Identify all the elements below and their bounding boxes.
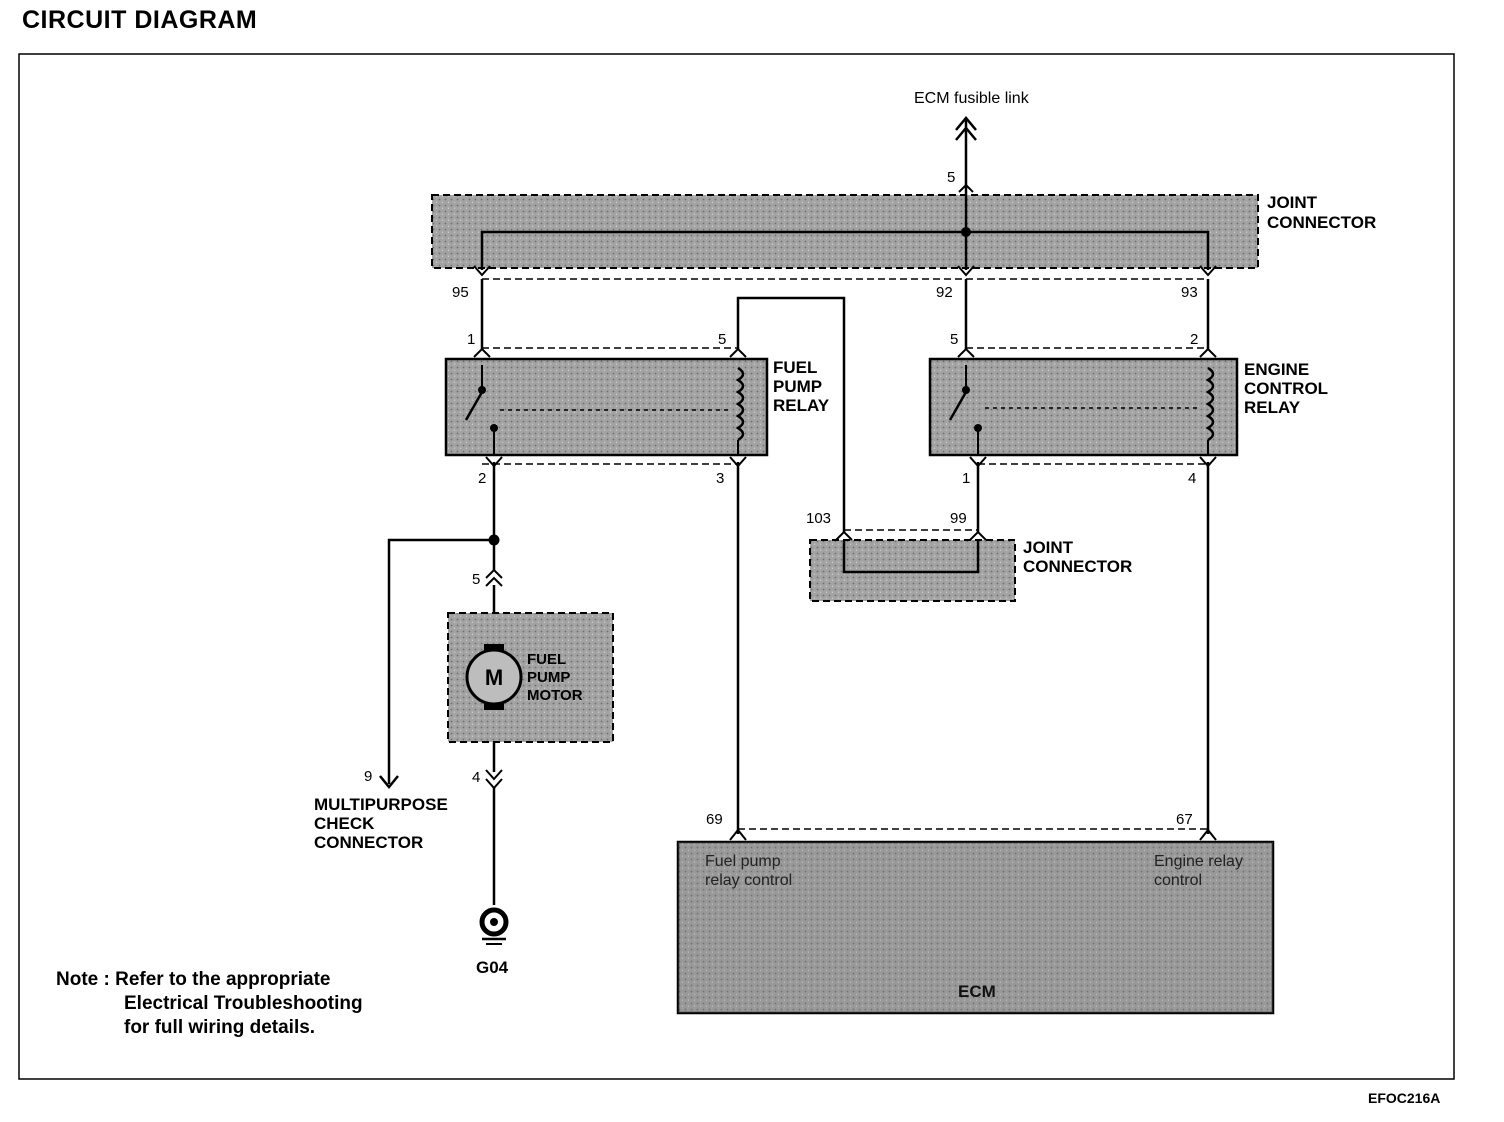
mcc-label-3: CONNECTOR	[314, 833, 423, 852]
joint-connector-top-label-1: JOINT	[1267, 193, 1318, 212]
note-line-2: Electrical Troubleshooting	[124, 993, 363, 1014]
motor-label-2: PUMP	[527, 669, 570, 686]
diagram-frame	[18, 53, 1455, 1080]
ground-label: G04	[476, 958, 509, 977]
ecr-label-3: RELAY	[1244, 398, 1301, 417]
fpr-pin-2: 2	[478, 470, 486, 487]
ecm-pin-69: 69	[706, 811, 723, 828]
joint-top-pin-95: 95	[452, 284, 469, 301]
fpr-label-2: PUMP	[773, 377, 822, 396]
fuel-pump-motor: 5 M FUEL PUMP MOTOR 4	[447, 568, 614, 790]
ecr-pin-5: 5	[950, 331, 958, 348]
joint-mid-label-2: CONNECTOR	[1023, 557, 1132, 576]
joint-top-pin-92: 92	[936, 284, 953, 301]
fpr-pin-1: 1	[467, 331, 475, 348]
multipurpose-check-connector: 9 MULTIPURPOSE CHECK CONNECTOR	[314, 768, 448, 852]
fpr-label-3: RELAY	[773, 396, 830, 415]
splice-dot	[488, 534, 500, 546]
joint-connector-top-label-2: CONNECTOR	[1267, 213, 1376, 232]
ecm-engine-relay-line1: Engine relay	[1154, 853, 1243, 870]
ecm-pin-67: 67	[1176, 811, 1193, 828]
motor-symbol-letter: M	[485, 665, 503, 690]
figure-code: EFOC216A	[1368, 1090, 1441, 1106]
ecr-pin-4: 4	[1188, 470, 1196, 487]
ecr-pin-2: 2	[1190, 331, 1198, 348]
ecm: 69 67 Fuel pump relay control Engine rel…	[676, 811, 1275, 1015]
joint-mid-pin-99: 99	[950, 510, 967, 527]
fpr-label-1: FUEL	[773, 358, 817, 377]
joint-top-pin-93: 93	[1181, 284, 1198, 301]
ecm-fuel-pump-line1: Fuel pump	[705, 853, 781, 870]
motor-pin-bottom: 4	[472, 769, 480, 786]
motor-symbol-icon	[465, 648, 523, 706]
note-line-1: Note : Refer to the appropriate	[56, 969, 331, 990]
mcc-label-2: CHECK	[314, 814, 375, 833]
fusible-link-label: ECM fusible link	[914, 90, 1030, 107]
page-title: CIRCUIT DIAGRAM	[22, 6, 258, 34]
mcc-label-1: MULTIPURPOSE	[314, 795, 448, 814]
ecm-engine-relay-line2: control	[1154, 872, 1202, 889]
fpr-pin-3: 3	[716, 470, 724, 487]
fpr-pin-5: 5	[718, 331, 726, 348]
fuel-pump-relay: 1 5 2 3 FUEL PUMP RELAY	[444, 331, 830, 487]
ecm-fusible-link: ECM fusible link 5	[914, 90, 1030, 190]
engine-control-relay: 5 2 1 4 ENGINE CONTROL RELAY	[928, 331, 1328, 487]
motor-pin-top: 5	[472, 571, 480, 588]
ecr-pin-1: 1	[962, 470, 970, 487]
joint-mid-label-1: JOINT	[1023, 538, 1074, 557]
fusible-link-pin: 5	[947, 169, 955, 186]
note-line-3: for full wiring details.	[124, 1017, 316, 1038]
ecm-fuel-pump-line2: relay control	[705, 872, 792, 889]
ground-g04: G04	[476, 907, 509, 977]
joint-connector-top: JOINT CONNECTOR 95 92 93	[431, 183, 1376, 301]
ground-icon	[479, 907, 509, 937]
joint-connector-mid: 103 99 JOINT CONNECTOR	[806, 510, 1132, 602]
motor-label-1: FUEL	[527, 651, 566, 668]
ecr-label-1: ENGINE	[1244, 360, 1309, 379]
mcc-pin: 9	[364, 768, 372, 785]
ecr-label-2: CONTROL	[1244, 379, 1328, 398]
ecm-label: ECM	[958, 982, 996, 1001]
joint-mid-pin-103: 103	[806, 510, 831, 527]
note-block: Note : Refer to the appropriate Electric…	[56, 968, 363, 1040]
motor-label-3: MOTOR	[527, 687, 583, 704]
